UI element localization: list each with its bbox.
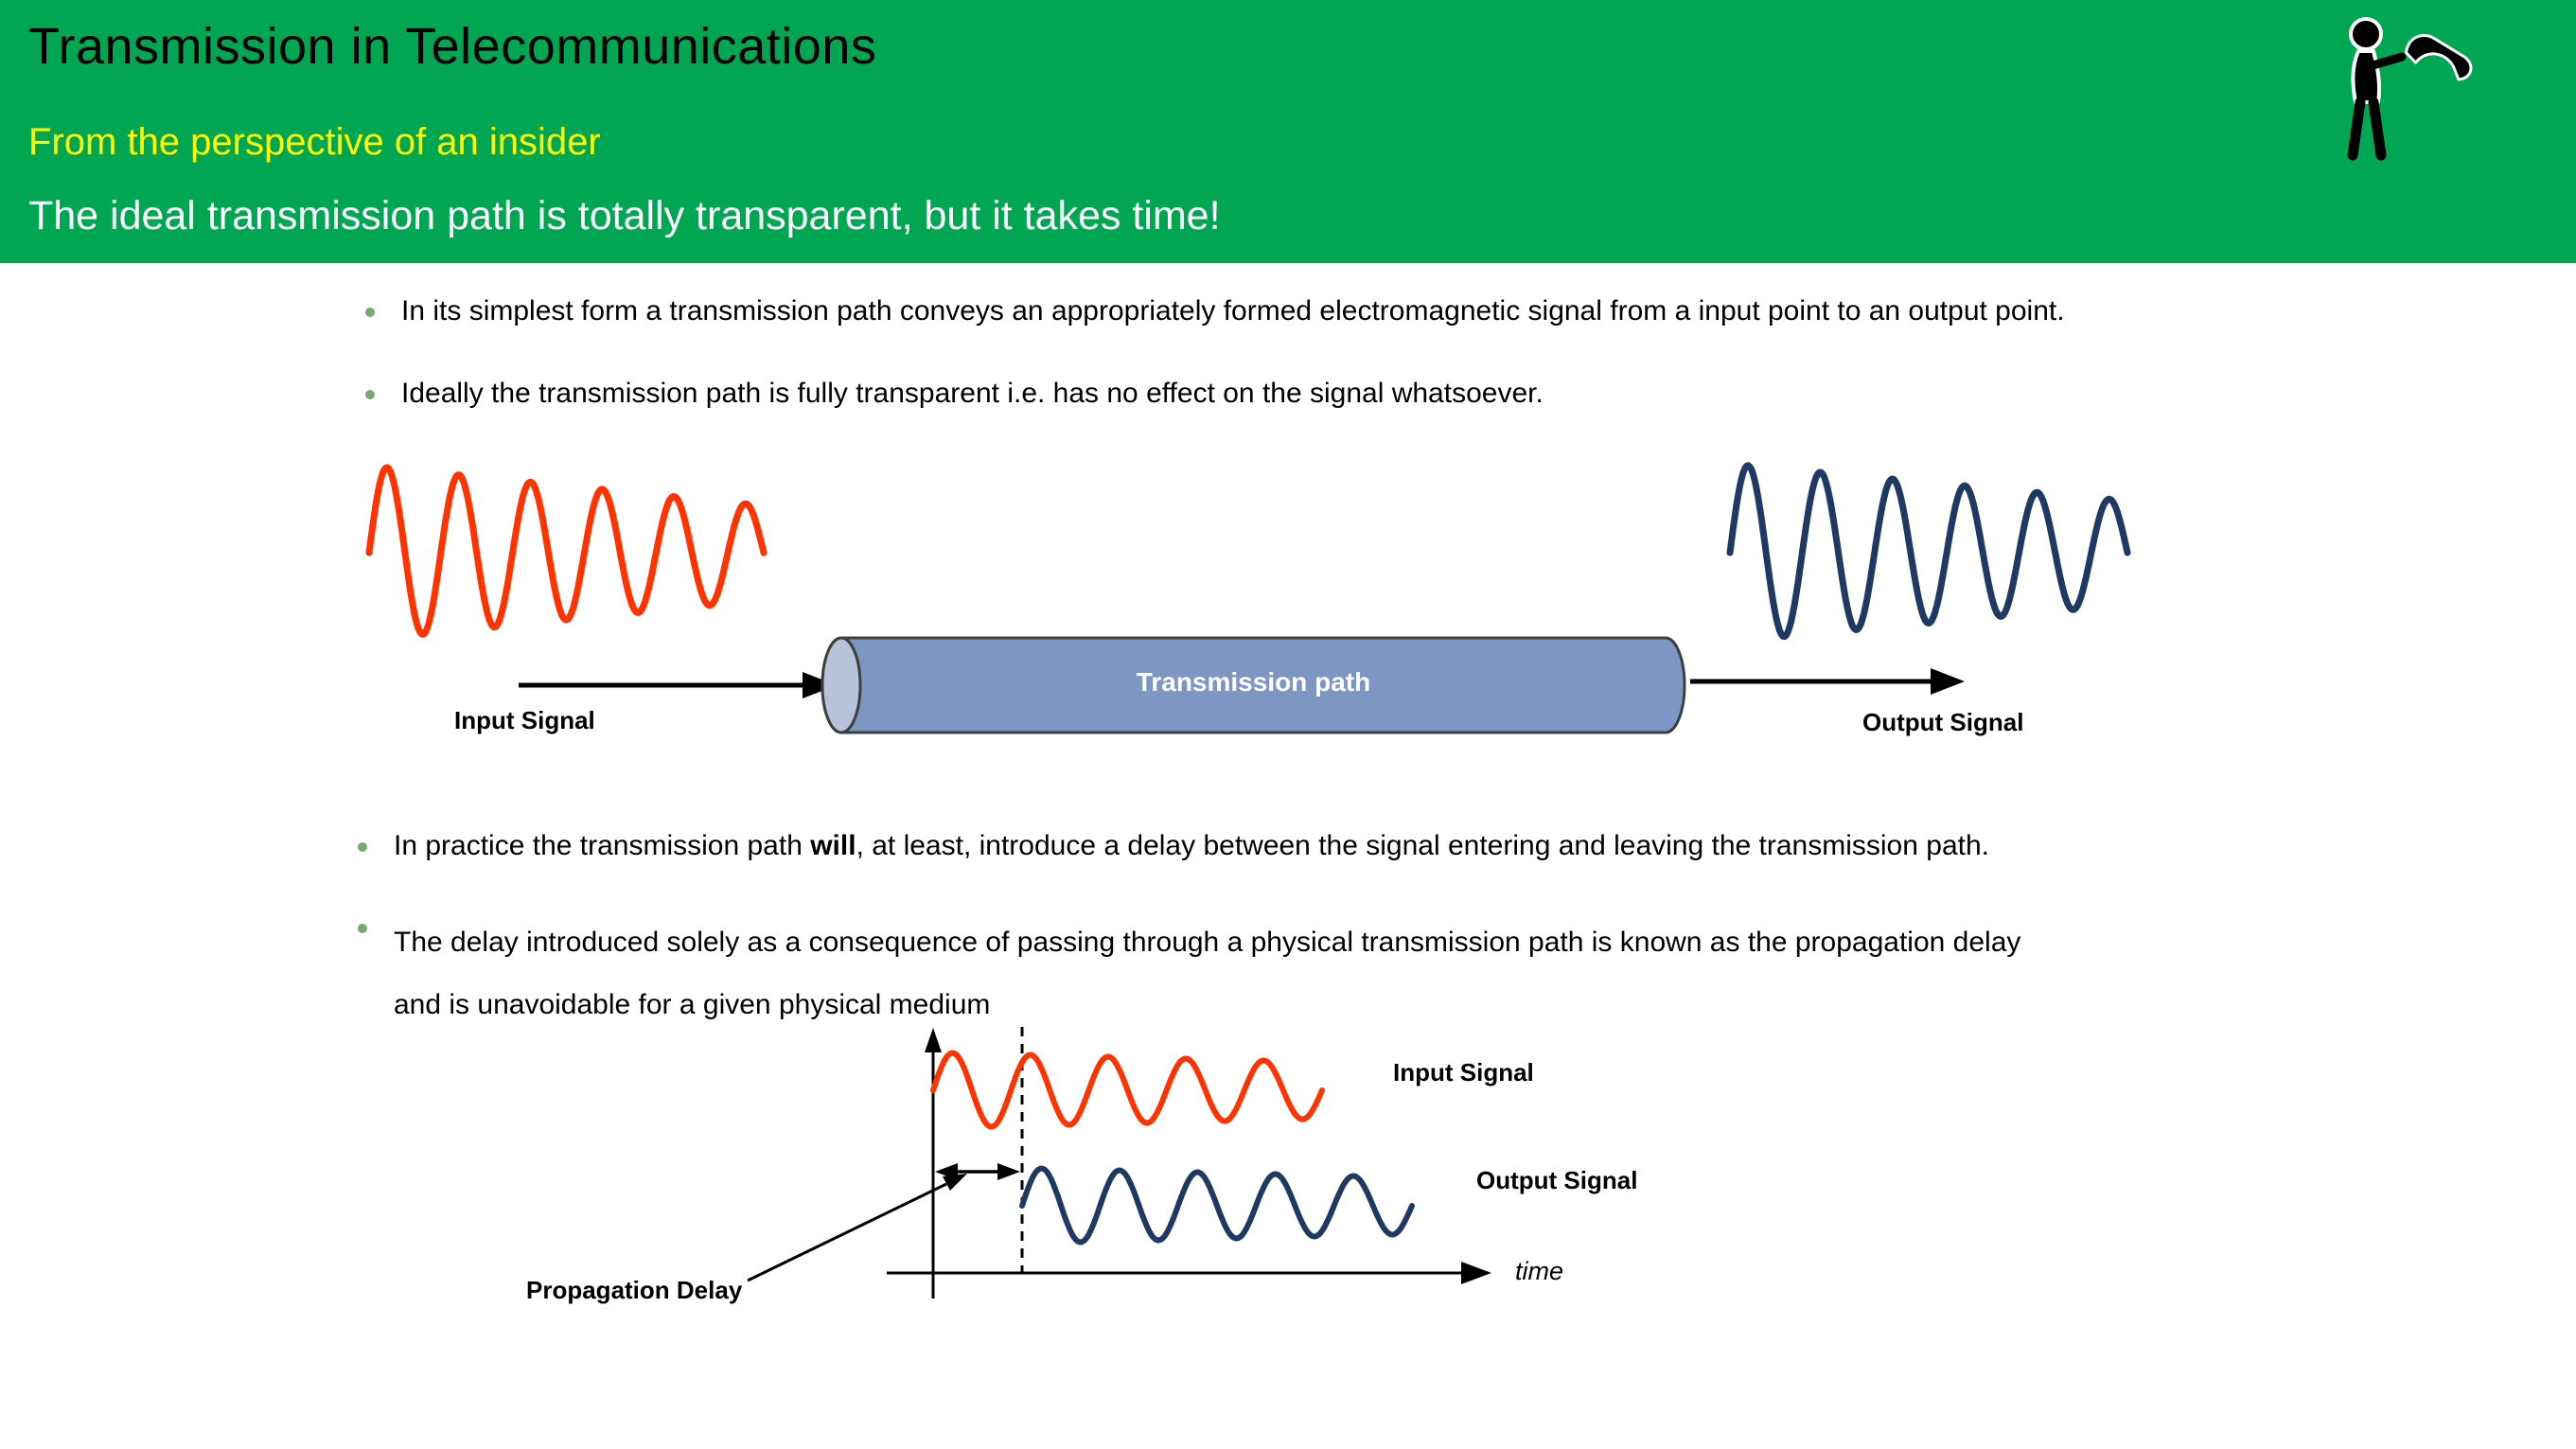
- bullet-dot: [358, 924, 367, 933]
- output-signal-wave: [1726, 462, 2131, 641]
- bullet-text: The delay introduced solely as a consequ…: [394, 911, 2020, 1036]
- delay-input-wave: [930, 1050, 1325, 1130]
- bullet-dot: [365, 308, 375, 317]
- delay-output-wave: [1019, 1165, 1415, 1246]
- slide-title: Transmission in Telecommunications: [28, 18, 877, 75]
- bullet-text-post: , at least, introduce a delay between th…: [856, 830, 1989, 861]
- input-signal-label: Input Signal: [454, 706, 595, 734]
- bullet-text: Ideally the transmission path is fully t…: [401, 378, 1544, 409]
- delay-pointer-arrow: [747, 1174, 967, 1282]
- x-axis-arrowhead: [1461, 1262, 1491, 1284]
- delay-double-arrow: [935, 1163, 1020, 1180]
- propagation-delay-label: Propagation Delay: [526, 1276, 743, 1304]
- bullet-text-line2: and is unavoidable for a given physical …: [394, 989, 991, 1020]
- bullet-item-3: In practice the transmission path will, …: [358, 830, 2497, 862]
- bullet-item-2: Ideally the transmission path is fully t…: [365, 378, 2504, 410]
- time-axis-label: time: [1515, 1257, 1564, 1285]
- bullet-text: In its simplest form a transmission path…: [401, 295, 2065, 327]
- output-arrow: [1690, 668, 1965, 695]
- person-icon: [2347, 17, 2407, 161]
- bullet-text-bold: will: [810, 830, 856, 861]
- slide-tagline: The ideal transmission path is totally t…: [28, 193, 1221, 239]
- header-banner: Transmission in Telecommunications From …: [0, 0, 2576, 263]
- bullet-dot: [365, 390, 375, 399]
- bullet-text: In practice the transmission path will, …: [394, 830, 1989, 862]
- transmission-path-label: Transmission path: [1136, 667, 1371, 697]
- input-signal-wave: [365, 464, 768, 638]
- bullet-text-pre: In practice the transmission path: [394, 830, 811, 861]
- input-arrow: [519, 672, 837, 698]
- phone-handset-icon: [2405, 34, 2473, 81]
- delay-input-signal-label: Input Signal: [1393, 1058, 1534, 1087]
- bullet-item-1: In its simplest form a transmission path…: [365, 295, 2504, 327]
- output-signal-label: Output Signal: [1862, 708, 2024, 736]
- delay-graph: [747, 1027, 1491, 1299]
- delay-output-signal-label: Output Signal: [1476, 1166, 1638, 1194]
- slide-subtitle: From the perspective of an insider: [28, 121, 601, 163]
- bullet-dot: [358, 842, 367, 852]
- bullet-item-4: The delay introduced solely as a consequ…: [358, 911, 2497, 1036]
- bullet-text-line1: The delay introduced solely as a consequ…: [394, 927, 2021, 958]
- person-with-phone-icon: [2347, 17, 2473, 161]
